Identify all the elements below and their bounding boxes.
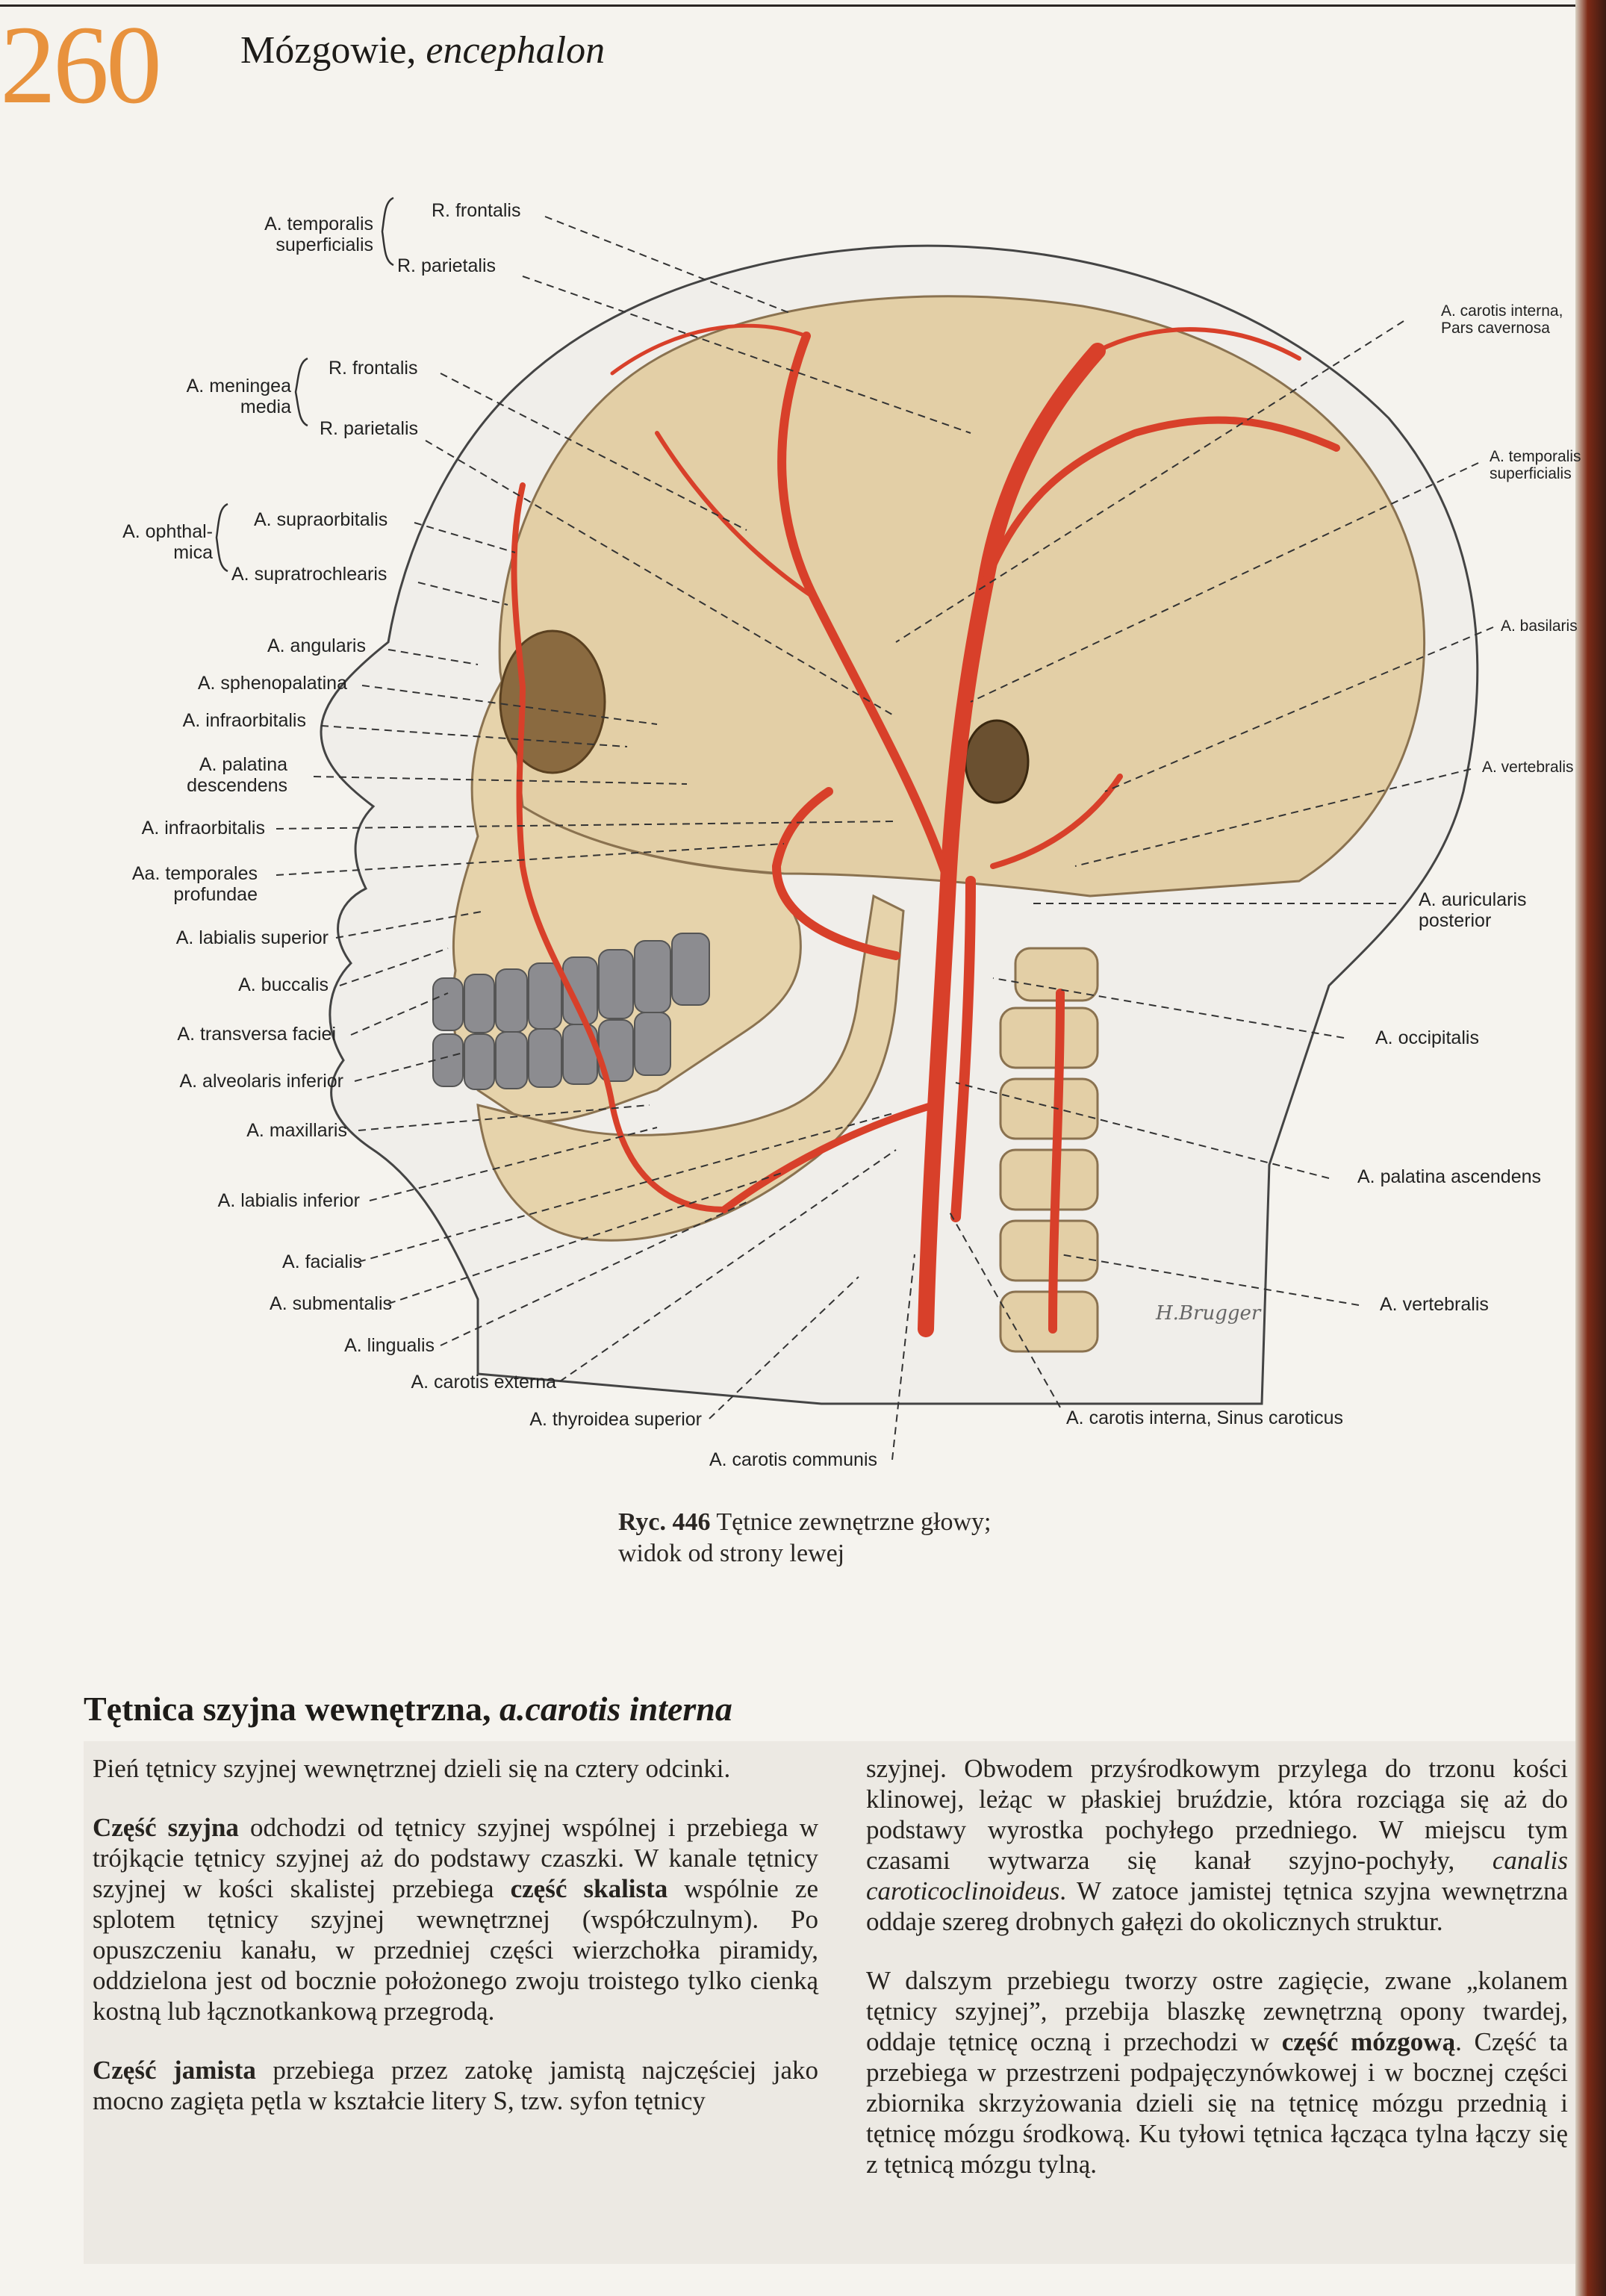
chapter-title-regular: Mózgowie, [240, 29, 417, 72]
chapter-title-italic: encephalon [426, 29, 606, 72]
label-line: Pars cavernosa [1441, 320, 1550, 337]
label-line: media [240, 396, 291, 417]
label-submentalis: A. submentalis [270, 1293, 392, 1314]
skull-mandible [476, 894, 905, 1242]
paragraph-text: przebiega przez zatokę jamistą najczęści… [93, 2056, 819, 2115]
label-line: A. carotis interna, [1441, 302, 1563, 320]
label-labialis-inferior: A. labialis inferior [217, 1190, 360, 1211]
skull-cranium [498, 295, 1426, 897]
anatomy-figure: A. temporalis superficialis R. frontalis… [0, 134, 1581, 1516]
label-line: A. meningea [186, 376, 291, 396]
section-heading-italic: a.carotis interna [499, 1690, 732, 1728]
label-auricularis-posterior: A. auricularis posterior [1419, 889, 1527, 931]
label-line: descendens [187, 775, 287, 796]
caption-text-1: Tętnice zewnętrzne głowy; [716, 1508, 992, 1536]
section-heading-regular: Tętnica szyjna wewnętrzna, [84, 1690, 491, 1728]
label-r-parietalis-2: R. parietalis [320, 418, 418, 439]
label-carotis-externa: A. carotis externa [411, 1372, 556, 1393]
label-temporalis-superficialis-right: A. temporalis superficialis [1490, 448, 1581, 482]
label-temporalis-superficialis-left: A. temporalis superficialis [224, 214, 373, 255]
label-r-frontalis-1: R. frontalis [432, 200, 521, 221]
paragraph-text: odchodzi od tętnicy szyjnej wspólnej i p… [93, 1813, 818, 1903]
label-line: A. palatina [199, 754, 287, 775]
paragraph-text: szyjnej. Obwodem przyśrodkowym przylega … [866, 1754, 1568, 1875]
label-r-parietalis-1: R. parietalis [397, 255, 496, 276]
arteries [511, 323, 1340, 1337]
label-thyroidea-superior: A. thyroidea superior [529, 1409, 702, 1430]
text-panel [84, 1741, 1575, 2264]
label-ophthalmica: A. ophthal- mica [90, 521, 213, 563]
label-carotis-interna-sinus: A. carotis interna, Sinus caroticus [1066, 1407, 1343, 1428]
label-angularis: A. angularis [267, 635, 366, 656]
skull-ear-opening [964, 719, 1030, 804]
cervical-vertebrae [999, 947, 1099, 1353]
teeth [432, 933, 710, 1090]
label-supraorbitalis: A. supraorbitalis [254, 509, 388, 530]
paragraph-text: . Część ta przebiega w przestrzeni podpa… [866, 2027, 1568, 2179]
label-palatina-descendens: A. palatina descendens [112, 754, 287, 796]
label-palatina-ascendens: A. palatina ascendens [1357, 1166, 1542, 1187]
artist-signature: H.Brugger [1156, 1302, 1261, 1325]
label-line: posterior [1419, 910, 1492, 931]
top-rule [0, 4, 1575, 7]
label-labialis-superior: A. labialis superior [175, 927, 329, 948]
term-bold: część skalista [510, 1874, 668, 1903]
label-lingualis: A. lingualis [344, 1335, 435, 1356]
page-number: 260 [0, 3, 162, 127]
term-bold: Część szyjna [93, 1813, 239, 1842]
chapter-title: Mózgowie, encephalon [240, 28, 605, 72]
label-line: mica [173, 542, 213, 563]
caption-text-2: widok od strony lewej [618, 1540, 845, 1567]
term-bold: część mózgową [1281, 2027, 1456, 2056]
label-occipitalis: A. occipitalis [1375, 1027, 1479, 1048]
label-buccalis: A. buccalis [238, 974, 329, 995]
label-infraorbitalis-2: A. infraorbitalis [141, 818, 265, 839]
section-heading: Tętnica szyjna wewnętrzna, a.carotis int… [84, 1689, 732, 1729]
label-vertebralis-2: A. vertebralis [1380, 1294, 1489, 1315]
text-column-right: szyjnej. Obwodem przyśrodkowym przylega … [866, 1753, 1568, 2208]
label-carotis-communis: A. carotis communis [709, 1449, 877, 1470]
label-line: A. temporalis [1490, 448, 1581, 465]
figure-caption: Ryc. 446 Tętnice zewnętrzne głowy; widok… [618, 1507, 1216, 1569]
paragraph: szyjnej. Obwodem przyśrodkowym przylega … [866, 1753, 1568, 1937]
label-basilaris: A. basilaris [1501, 617, 1578, 635]
term-bold: Część jamista [93, 2056, 256, 2085]
label-maxillaris: A. maxillaris [246, 1120, 347, 1141]
page-edge [1575, 0, 1606, 2296]
paragraph-text: Pień tętnicy szyjnej wewnętrznej dzieli … [93, 1754, 731, 1783]
label-line: superficialis [1490, 465, 1572, 482]
label-supratrochlearis: A. supratrochlearis [231, 564, 388, 585]
caption-number: Ryc. 446 [618, 1508, 711, 1536]
label-line: Aa. temporales [131, 863, 258, 884]
skull-orbit [499, 629, 606, 774]
leader-lines [276, 216, 1494, 1460]
label-braces [215, 196, 394, 573]
label-temporales-profundae: Aa. temporales profundae [75, 863, 258, 905]
paragraph: Część jamista przebiega przez zatokę jam… [93, 2055, 818, 2116]
paragraph-text: W dalszym przebiegu tworzy ostre zagięci… [866, 1966, 1568, 2056]
label-facialis: A. facialis [282, 1251, 362, 1272]
label-vertebralis-1: A. vertebralis [1482, 759, 1574, 776]
paragraph-text: . W zatoce jamistej tętnica szyjna wewnę… [866, 1876, 1568, 1936]
term-italic: canalis caroticoclinoideus [866, 1846, 1568, 1905]
label-alveolaris-inferior: A. alveolaris inferior [179, 1071, 343, 1092]
label-line: A. ophthal- [122, 521, 213, 542]
paragraph: Pień tętnicy szyjnej wewnętrznej dzieli … [93, 1753, 818, 1784]
text-column-left: Pień tętnicy szyjnej wewnętrznej dzieli … [93, 1753, 818, 2144]
paragraph-text: wspólnie ze splotem tętnicy szyjnej wewn… [93, 1874, 818, 2026]
label-line: A. auricularis [1419, 889, 1527, 910]
label-carotis-interna-cavernosa: A. carotis interna, Pars cavernosa [1441, 302, 1563, 337]
label-r-frontalis-2: R. frontalis [329, 358, 418, 379]
label-meningea-media: A. meningea media [134, 376, 291, 417]
caption-line-1: Ryc. 446 Tętnice zewnętrzne głowy; [618, 1507, 1216, 1538]
paragraph: W dalszym przebiegu tworzy ostre zagięci… [866, 1965, 1568, 2180]
label-line: superficialis [276, 234, 373, 255]
label-sphenopalatina: A. sphenopalatina [197, 673, 347, 694]
paragraph: Część szyjna odchodzi od tętnicy szyjnej… [93, 1812, 818, 2026]
label-infraorbitalis-1: A. infraorbitalis [182, 710, 306, 731]
label-line: A. temporalis [264, 214, 373, 234]
label-transversa-faciei: A. transversa faciei [177, 1024, 336, 1045]
head-illustration [215, 196, 1494, 1460]
label-line: profundae [173, 884, 258, 905]
